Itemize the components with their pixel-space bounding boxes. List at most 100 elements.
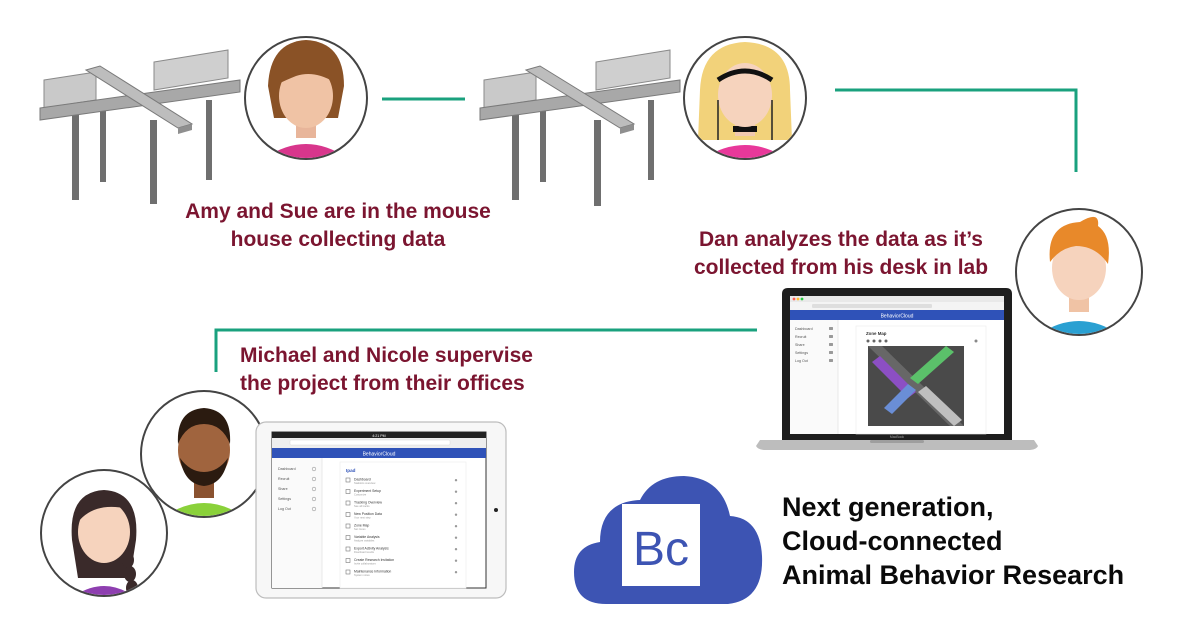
tablet-list-item-icon [345, 512, 351, 517]
avatar-sue [683, 36, 807, 160]
tablet-list-item-action-icon[interactable] [454, 525, 458, 528]
tablet-list-item-subtitle: Customize [354, 493, 367, 497]
tablet-content-panel [339, 461, 467, 589]
tablet-list-item-title: Variable Analysis [354, 535, 380, 539]
tablet-list-item-icon [345, 500, 351, 506]
tablet-list-item-action-icon[interactable] [454, 479, 458, 482]
tablet-list-item-subtitle: Statistics overview [354, 481, 375, 485]
caption-michael-line-1: Michael and Nicole supervise [240, 344, 533, 367]
tablet-list-item-subtitle: Invite collaborators [354, 562, 376, 566]
tagline: Next generation, Cloud-connected Animal … [782, 490, 1124, 592]
laptop-tool-pause-icon[interactable] [872, 339, 876, 343]
tablet-home-button[interactable] [494, 508, 498, 512]
tablet-sidebar-item-logout[interactable]: Log Out [278, 507, 291, 511]
tablet-list-item-icon [345, 558, 351, 563]
tablet-sidebar-item-share[interactable]: Share [278, 487, 288, 491]
caption-dan: Dan analyzes the data as it’s collected … [670, 226, 1012, 282]
laptop-tool-play-icon[interactable] [866, 339, 870, 343]
tablet-list-item-icon [345, 569, 351, 575]
tablet-sidebar-item-dashboard[interactable]: Dashboard [278, 467, 296, 471]
connector-sue-to-dan [835, 88, 1078, 172]
tablet-list-header: Ipad [346, 468, 356, 473]
laptop-sidebar-item-logout[interactable]: Log Out [795, 359, 808, 363]
tablet-status-time: 4:21 PM [372, 434, 385, 438]
laptop-app-bar [790, 310, 1004, 320]
tablet-list-item-action-icon[interactable] [454, 571, 458, 574]
caption-amy-and-sue: Amy and Sue are in the mouse house colle… [162, 198, 514, 254]
caption-michael-and-nicole: Michael and Nicole supervise the project… [240, 342, 600, 398]
laptop-tool-reset-icon[interactable] [884, 339, 888, 343]
tablet-list-item-title: Export Activity Analysis [354, 547, 389, 551]
tablet-device: 4:21 PM BehaviorCloud Dashboard Recruit … [255, 421, 507, 599]
tablet-sidebar-item-recruit[interactable]: Recruit [278, 477, 289, 481]
laptop-sidebar-item-recruit[interactable]: Recruit [795, 335, 806, 339]
tablet-list-item-subtitle: Download results [354, 550, 375, 554]
tagline-line-3: Animal Behavior Research [782, 560, 1125, 590]
laptop-zone-gray [918, 386, 962, 426]
laptop-tool-stop-icon[interactable] [878, 339, 882, 343]
laptop-sidebar-items: Dashboard Recruit Share Settings Log Out [795, 327, 813, 363]
tablet-list-item-icon [345, 489, 351, 494]
laptop-zone-green [910, 346, 954, 384]
tablet-app-bar [272, 448, 486, 458]
tablet-sidebar [272, 458, 322, 588]
tablet-list-item-action-icon[interactable] [454, 536, 458, 539]
tablet-list-item-action-icon[interactable] [454, 559, 458, 562]
laptop-sidebar-item-share[interactable]: Share [795, 343, 805, 347]
caption-amy-line-2: house collecting data [230, 228, 446, 251]
connector-lines [214, 88, 1078, 372]
plus-maze-apparatus-1 [39, 49, 241, 204]
tablet-list-item-action-icon[interactable] [454, 502, 458, 505]
tagline-line-2: Cloud-connected [782, 526, 1003, 556]
tablet-list-item-title: Tracking Overview [354, 501, 382, 505]
tablet-list-item-title: Experiment Setup [354, 489, 381, 493]
connector-dan-to-supervisors [214, 328, 757, 372]
laptop-brand-label: MacBook [890, 435, 904, 439]
tablet-app-title: BehaviorCloud [363, 452, 396, 458]
avatar-dan [1015, 208, 1143, 336]
tablet-list-item-subtitle: See all tracks [354, 504, 370, 508]
tablet-list-item-action-icon[interactable] [454, 490, 458, 493]
laptop-tool-icons [866, 339, 888, 343]
tablet-list-item-subtitle: Analyze variables [354, 539, 375, 543]
tablet-list-item-action-icon[interactable] [454, 548, 458, 551]
tablet-sidebar-item-settings[interactable]: Settings [278, 497, 291, 501]
laptop-sidebar-item-settings[interactable]: Settings [795, 351, 808, 355]
tablet-list-item-icon [345, 546, 351, 552]
laptop-sidebar-item-dashboard[interactable]: Dashboard [795, 327, 813, 331]
caption-amy-line-1: Amy and Sue are in the mouse [185, 200, 491, 223]
tablet-list-item-icon [345, 523, 351, 529]
tablet-list-item-title: Zone Map [354, 524, 369, 528]
tablet-list-item-icon [345, 535, 351, 540]
caption-dan-line-2: collected from his desk in lab [693, 256, 989, 279]
avatar-michael [140, 390, 268, 518]
laptop-device: BehaviorCloud Dashboard Recruit Share Se… [756, 288, 1038, 450]
laptop-sidebar [790, 320, 838, 434]
laptop-panel-title: Zone Map [866, 331, 887, 336]
tablet-list-item-subtitle: System notes [354, 573, 370, 577]
tagline-line-1: Next generation, [782, 492, 994, 522]
caption-michael-line-2: the project from their offices [240, 372, 525, 395]
tablet-list-item-title: Dashboard [354, 478, 371, 482]
laptop-panel-close-icon[interactable] [974, 339, 978, 343]
tablet-list-item-subtitle: Your next step [354, 516, 371, 520]
tablet-list-item-title: New Position Data [354, 512, 382, 516]
tablet-list-item-action-icon[interactable] [454, 513, 458, 516]
plus-maze-apparatus-2 [479, 49, 681, 206]
caption-dan-line-1: Dan analyzes the data as it’s [698, 228, 983, 251]
tablet-list-item-title: Create Research Invitation [354, 558, 394, 562]
laptop-zone-blue [884, 384, 916, 414]
tablet-list-item-title: Maintenance Information [354, 570, 391, 574]
behaviorcloud-logo: Bc [574, 476, 763, 604]
